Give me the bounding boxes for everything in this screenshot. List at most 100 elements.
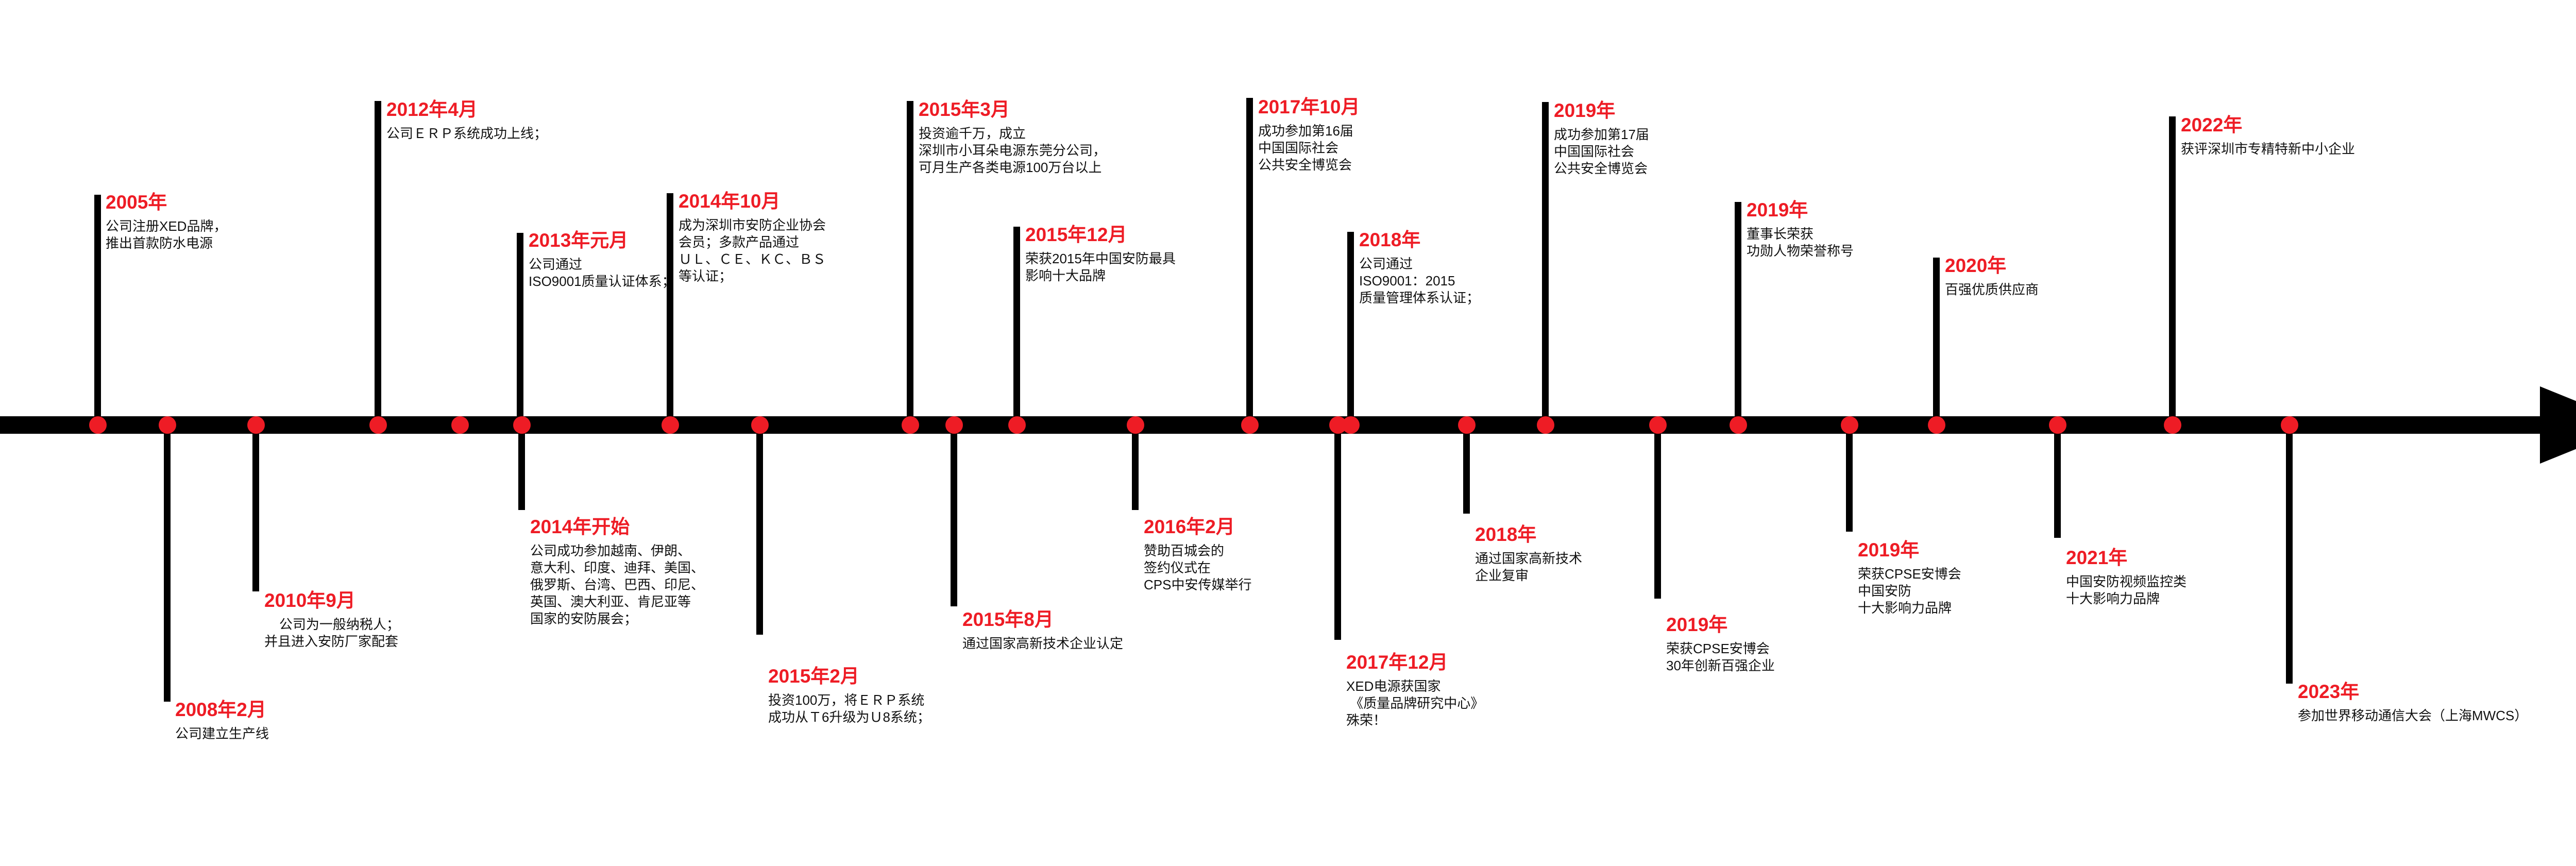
event-year-label: 2015年8月 [962,609,1054,630]
event-description: 赞助百城会的 签约仪式在 CPS中安传媒举行 [1144,543,1252,592]
timeline-node-2021[interactable] [2049,416,2066,434]
timeline-node-2018b[interactable] [1458,416,1476,434]
event-2023-mwcs[interactable]: 2023年 参加世界移动通信大会（上海MWCS） [2298,680,2528,724]
event-description: 公司成功参加越南、伊朗、 意大利、印度、迪拜、美国、 俄罗斯、台湾、巴西、印尼、… [530,543,705,626]
event-2022-sme[interactable]: 2022年 获评深圳市专精特新中小企业 [2181,113,2355,158]
stem-2014oct [667,193,673,421]
event-description: 荣获CPSE安博会 中国安防 十大影响力品牌 [1858,566,1961,616]
timeline-axis-arrow-icon [2540,386,2576,464]
event-2015-march[interactable]: 2015年3月 投资逾千万，成立 深圳市小耳朵电源东莞分公司， 可月生产各类电源… [919,98,1106,176]
event-description: 荣获CPSE安博会 30年创新百强企业 [1666,641,1775,673]
event-year-label: 2018年 [1475,524,1537,545]
event-2019-cpse-brand[interactable]: 2019年 荣获CPSE安博会 中国安防 十大影响力品牌 [1858,538,1961,617]
event-description: 百强优质供应商 [1945,282,2039,297]
stem-2017dec [1334,429,1341,640]
stem-2019chair [1735,202,1741,421]
event-2017-october[interactable]: 2017年10月 成功参加第16届 中国国际社会 公共安全博览会 [1258,95,1360,174]
stem-2005 [94,195,101,421]
event-description: 投资逾千万，成立 深圳市小耳朵电源东莞分公司， 可月生产各类电源100万台以上 [919,126,1107,175]
stem-2015aug [951,429,957,606]
event-2014-october[interactable]: 2014年10月 成为深圳市安防企业协会 会员；多款产品通过 ＵＬ、ＣＥ、ＫＣ、… [679,190,826,285]
timeline-node-2015dec[interactable] [1008,416,1026,434]
stem-2013 [517,233,523,421]
timeline-node-2020[interactable] [1928,416,1945,434]
stem-2018b [1463,429,1470,514]
timeline-node-2005[interactable] [89,416,107,434]
event-year-label: 2008年2月 [175,699,266,720]
timeline-node-2016feb[interactable] [1127,416,1144,434]
timeline-node-2015feb[interactable] [751,416,769,434]
event-2012[interactable]: 2012年4月 公司ＥＲＰ系统成功上线； [386,98,547,142]
timeline-node-2013[interactable] [451,416,469,434]
event-description: 中国安防视频监控类 十大影响力品牌 [2066,574,2187,606]
timeline-axis-line [0,416,2558,434]
event-year-label: 2010年9月 [264,590,355,611]
timeline-node-2008[interactable] [159,416,176,434]
event-2015-august-hightech[interactable]: 2015年8月 通过国家高新技术企业认定 [962,608,1123,652]
event-2019-chairman-honor[interactable]: 2019年 董事长荣获 功勋人物荣誉称号 [1747,198,1854,260]
timeline-node-2019chair[interactable] [1730,416,1747,434]
event-2016-february-cps[interactable]: 2016年2月 赞助百城会的 签约仪式在 CPS中安传媒举行 [1144,515,1251,593]
event-description: 通过国家高新技术 企业复审 [1475,551,1583,583]
timeline-node-2014oct[interactable] [662,416,679,434]
timeline-node-2010[interactable] [247,416,265,434]
event-2013[interactable]: 2013年元月 公司通过 ISO9001质量认证体系； [529,229,675,290]
timeline-node-2019expo[interactable] [1537,416,1554,434]
timeline-node-2015aug[interactable] [945,416,963,434]
event-year-label: 2019年 [1858,539,1920,561]
event-year-label: 2022年 [2181,114,2243,135]
timeline-node-2017oct[interactable] [1241,416,1259,434]
event-year-label: 2005年 [106,192,167,213]
event-year-label: 2019年 [1666,614,1728,635]
event-year-label: 2019年 [1554,100,1616,121]
stem-2019expo [1542,102,1549,421]
stem-2016feb [1132,429,1139,510]
event-description: 成功参加第16届 中国国际社会 公共安全博览会 [1258,123,1353,173]
stem-2018a [1347,232,1354,421]
timeline-node-2019brand[interactable] [1841,416,1858,434]
event-2005[interactable]: 2005年 公司注册XED品牌， 推出首款防水电源 [106,191,227,252]
event-description: 公司ＥＲＰ系统成功上线； [386,126,548,141]
stem-2020 [1933,258,1940,421]
event-year-label: 2015年2月 [768,666,859,687]
event-year-label: 2015年12月 [1025,224,1127,245]
event-2018-iso[interactable]: 2018年 公司通过 ISO9001：2015 质量管理体系认证； [1359,228,1480,307]
event-year-label: 2019年 [1747,199,1808,220]
stem-2021 [2054,429,2061,538]
event-2019-cpse-top100[interactable]: 2019年 荣获CPSE安博会 30年创新百强企业 [1666,613,1775,674]
event-description: 公司通过 ISO9001质量认证体系； [529,257,675,289]
timeline-node-2019cpse30[interactable] [1649,416,1667,434]
event-description: XED电源获国家 《质量品牌研究中心》 殊荣！ [1346,678,1484,728]
event-2020-supplier[interactable]: 2020年 百强优质供应商 [1945,254,2039,298]
event-2010-taxpayer[interactable]: 2010年9月 公司为一般纳税人； 并且进入安防厂家配套 [264,589,400,650]
event-2015-december[interactable]: 2015年12月 荣获2015年中国安防最具 影响十大品牌 [1025,223,1176,284]
event-description: 公司为一般纳税人； 并且进入安防厂家配套 [264,617,400,649]
stem-2014start [518,429,525,510]
timeline-node-2022[interactable] [2164,416,2181,434]
event-2015-february-erp[interactable]: 2015年2月 投资100万，将ＥＲＰ系统 成功从Ｔ6升级为Ｕ8系统； [768,665,930,726]
event-year-label: 2020年 [1945,255,2007,276]
stem-2012 [375,101,381,421]
event-2017-december-award[interactable]: 2017年12月 XED电源获国家 《质量品牌研究中心》 殊荣！ [1346,651,1484,729]
event-2019-expo17[interactable]: 2019年 成功参加第17届 中国国际社会 公共安全博览会 [1554,99,1649,177]
event-2014-exhibitions[interactable]: 2014年开始 公司成功参加越南、伊朗、 意大利、印度、迪拜、美国、 俄罗斯、台… [530,515,704,627]
event-year-label: 2015年3月 [919,99,1010,120]
event-2008-production-line[interactable]: 2008年2月 公司建立生产线 [175,698,269,742]
timeline-node-2012[interactable] [369,416,387,434]
event-2021-video-brand[interactable]: 2021年 中国安防视频监控类 十大影响力品牌 [2066,546,2187,607]
stem-2008 [164,429,171,702]
event-description: 公司注册XED品牌， 推出首款防水电源 [106,218,227,251]
event-description: 公司建立生产线 [175,726,269,741]
stem-2022 [2169,116,2176,421]
timeline-node-2015mar[interactable] [902,416,919,434]
stem-2019cpse30 [1654,429,1661,599]
timeline-node-2018a[interactable] [1342,416,1360,434]
event-year-label: 2012年4月 [386,99,478,120]
event-description: 成为深圳市安防企业协会 会员；多款产品通过 ＵＬ、ＣＥ、ＫＣ、ＢＳ 等认证； [679,217,826,284]
event-2018-hightech-review[interactable]: 2018年 通过国家高新技术 企业复审 [1475,523,1582,584]
stem-2010 [252,429,259,591]
timeline-node-2023[interactable] [2281,416,2298,434]
timeline-node-2014start[interactable] [513,416,531,434]
stem-2015dec [1013,227,1020,421]
